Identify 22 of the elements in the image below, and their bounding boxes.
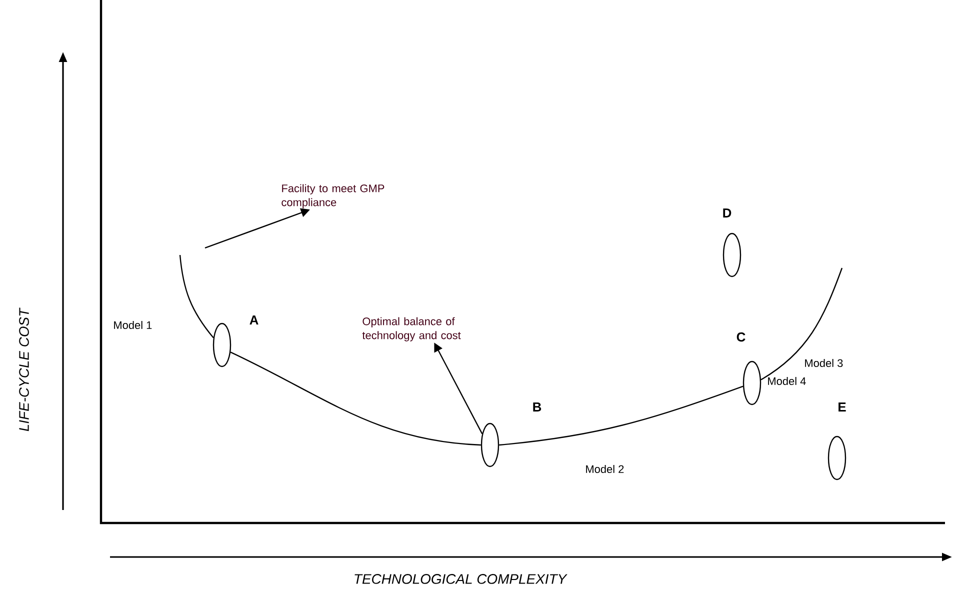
model-label: Model 2 (586, 464, 624, 474)
curve-line (179, 254, 214, 338)
ellipse-marker (212, 322, 232, 368)
point-letter: D (723, 208, 732, 218)
point-letter: B (533, 402, 542, 412)
model-label: Model 4 (768, 376, 806, 386)
annotation-text: Facility to meet GMP compliance (282, 184, 384, 208)
point-letter: A (250, 316, 258, 324)
curve-line (760, 268, 843, 380)
ellipse-marker (722, 232, 742, 278)
ellipse-marker (828, 436, 846, 480)
ellipse-marker (742, 360, 762, 406)
point-letter: E (838, 402, 846, 412)
curve-line (499, 386, 744, 446)
axis-label: TECHNOLOGICAL COMPLEXITY (354, 574, 568, 584)
point-letter: C (736, 332, 746, 342)
model-label: Model 3 (805, 358, 843, 368)
annotation-text: Optimal balance of technology and cost (362, 317, 461, 342)
model-label: Model 1 (114, 320, 152, 330)
axis-label: LIFE-CYCLE COST (19, 308, 29, 432)
ellipse-marker (480, 422, 500, 468)
curve-line (230, 352, 481, 446)
